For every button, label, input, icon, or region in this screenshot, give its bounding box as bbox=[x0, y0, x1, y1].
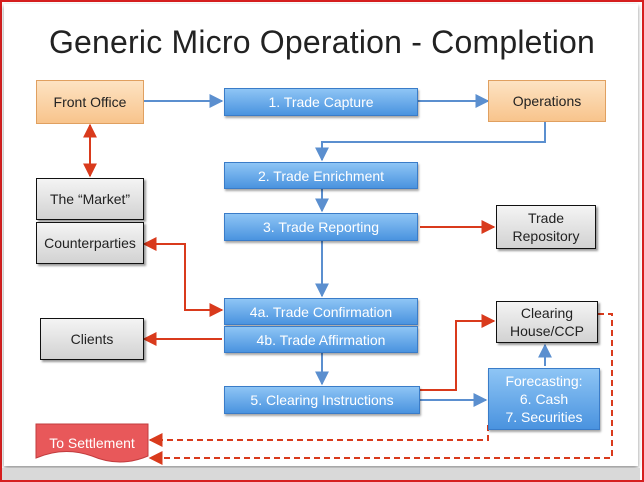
arrow-clearing-to-ccp bbox=[420, 314, 496, 391]
trade-reporting-label: 3. Trade Reporting bbox=[263, 219, 379, 235]
arrow-forecasting-to-settlement bbox=[148, 425, 489, 447]
clients-label: Clients bbox=[70, 331, 114, 347]
trade-repository-label-line2: Repository bbox=[512, 228, 580, 244]
trade-affirmation-label: 4b. Trade Affirmation bbox=[256, 331, 386, 348]
forecasting-label-line3: 7. Securities bbox=[505, 409, 583, 425]
front-office-label: Front Office bbox=[53, 94, 127, 110]
arrow-ccp-to-settlement bbox=[148, 313, 613, 465]
clients-box: Clients bbox=[40, 318, 144, 360]
settlement-banner-shape bbox=[35, 423, 149, 463]
arrow-counterparties-confirmation bbox=[142, 237, 224, 317]
clearing-house-label-line2: House/CCP bbox=[510, 323, 584, 339]
trade-capture-label: 1. Trade Capture bbox=[268, 94, 374, 110]
operations-label: Operations bbox=[512, 93, 582, 109]
trade-confirmation-label: 4a. Trade Confirmation bbox=[249, 303, 393, 320]
counterparties-label: Counterparties bbox=[44, 235, 136, 251]
trade-capture-box: 1. Trade Capture bbox=[224, 88, 418, 116]
clearing-instructions-label: 5. Clearing Instructions bbox=[250, 392, 394, 408]
trade-enrichment-label: 2. Trade Enrichment bbox=[257, 167, 385, 184]
front-office-box: Front Office bbox=[36, 80, 144, 124]
trade-repository-box: Trade Repository bbox=[496, 205, 596, 249]
forecasting-box: Forecasting: 6. Cash 7. Securities bbox=[488, 368, 600, 430]
clearing-instructions-box: 5. Clearing Instructions bbox=[224, 386, 420, 414]
forecasting-label-line2: 6. Cash bbox=[519, 391, 569, 407]
trade-enrichment-box: 2. Trade Enrichment bbox=[224, 162, 418, 189]
operations-box: Operations bbox=[488, 80, 606, 122]
the-market-label: The “Market” bbox=[49, 191, 131, 207]
slide-title: Generic Micro Operation - Completion bbox=[48, 24, 596, 60]
trade-affirmation-box: 4b. Trade Affirmation bbox=[224, 326, 418, 353]
to-settlement-label: To Settlement bbox=[49, 435, 135, 451]
arrow-operations-to-enrichment bbox=[315, 121, 546, 162]
trade-repository-label-line1: Trade bbox=[527, 210, 565, 226]
trade-confirmation-box: 4a. Trade Confirmation bbox=[224, 298, 418, 325]
counterparties-box: Counterparties bbox=[36, 222, 144, 264]
the-market-box: The “Market” bbox=[36, 178, 144, 220]
trade-reporting-box: 3. Trade Reporting bbox=[224, 213, 418, 241]
clearing-house-label-line1: Clearing bbox=[520, 305, 574, 321]
bottom-band bbox=[2, 468, 640, 480]
forecasting-label-line1: Forecasting: bbox=[505, 373, 583, 389]
clearing-house-box: Clearing House/CCP bbox=[496, 301, 598, 343]
